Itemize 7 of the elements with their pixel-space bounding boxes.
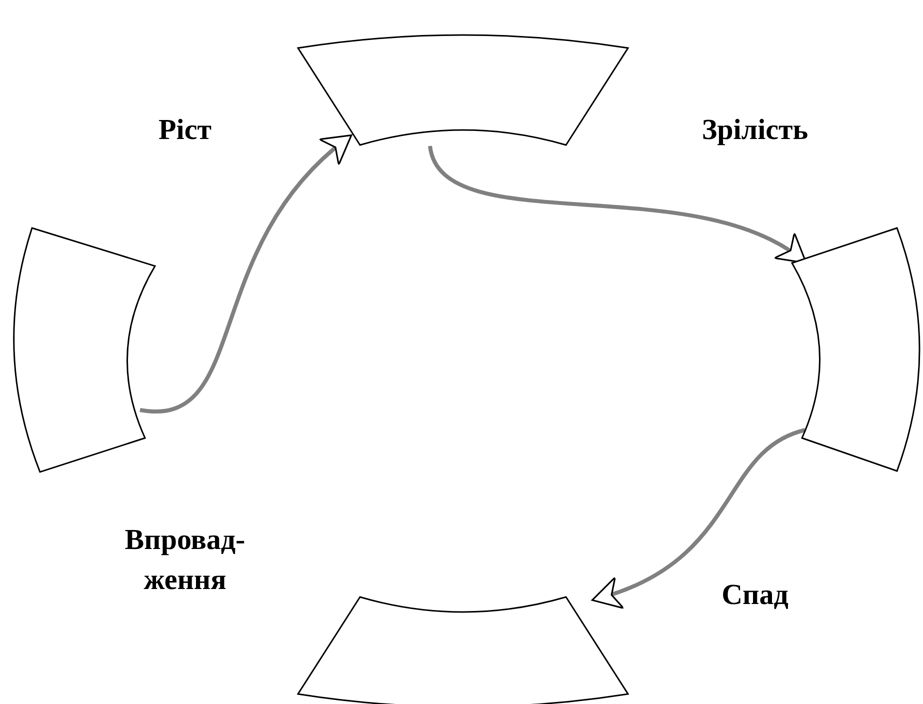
stage-label: Зрілість [700, 113, 810, 148]
stage-label: Спад [720, 578, 790, 613]
stage-label: Впровад-ження [124, 523, 246, 598]
curved-arrow [140, 134, 352, 413]
curved-arrow [592, 428, 806, 608]
stage-label: Ріст [158, 113, 212, 148]
curved-arrow [428, 145, 808, 264]
